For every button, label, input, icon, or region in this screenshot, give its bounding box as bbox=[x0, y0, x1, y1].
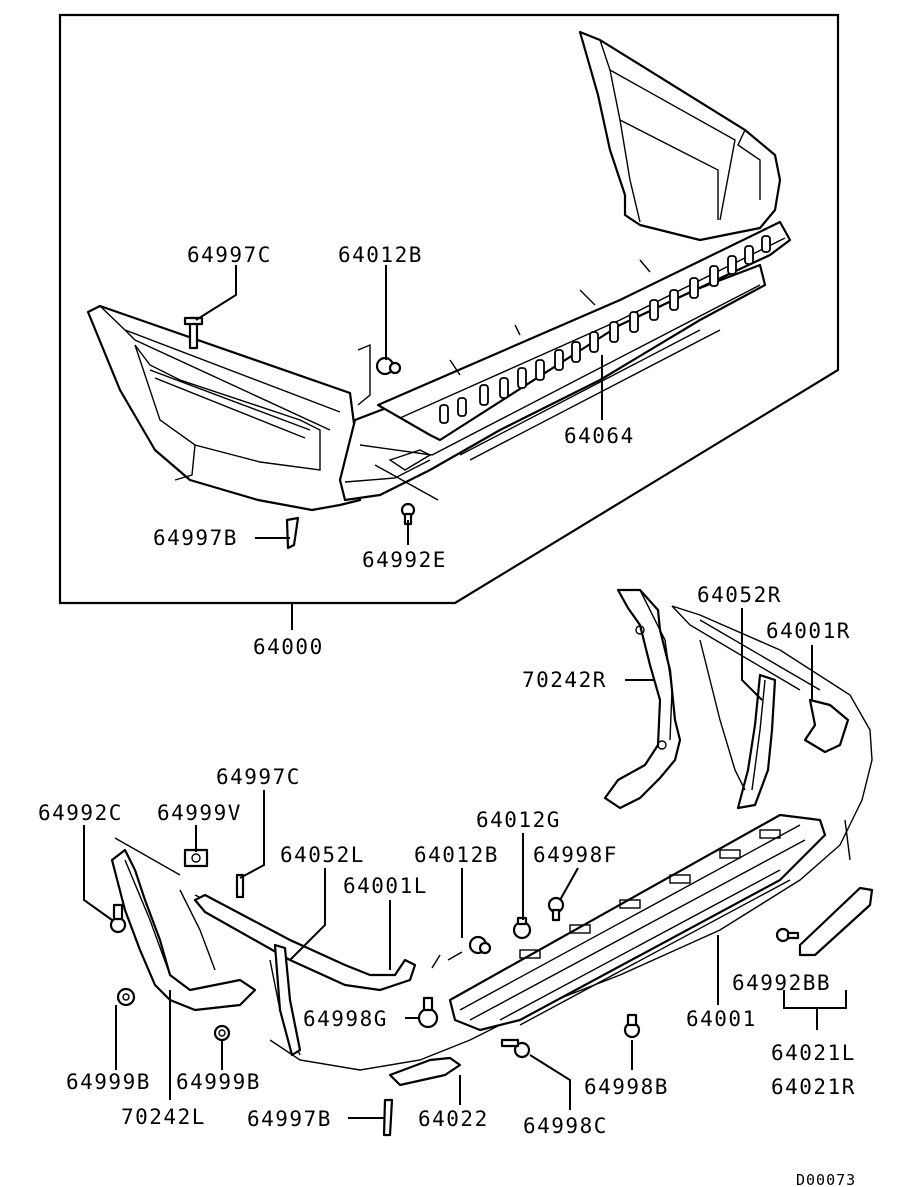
grommet-64012G bbox=[512, 916, 532, 940]
beam-slots bbox=[439, 235, 771, 424]
label-64997B-bot: 64997B bbox=[247, 1107, 332, 1131]
label-64998F: 64998F bbox=[533, 843, 618, 867]
label-64997B-top: 64997B bbox=[153, 526, 238, 550]
label-64064: 64064 bbox=[564, 424, 635, 448]
bumper-left-rim bbox=[99, 305, 341, 431]
label-70242R: 70242R bbox=[522, 668, 607, 692]
label-64997C-bot: 64997C bbox=[216, 765, 301, 789]
label-64999B-b: 64999B bbox=[176, 1070, 261, 1094]
nut-64999B-a bbox=[116, 987, 136, 1007]
screw-64998F bbox=[547, 896, 565, 922]
label-64021R: 64021R bbox=[771, 1075, 856, 1099]
reflector-64021 bbox=[798, 886, 874, 957]
label-64001: 64001 bbox=[686, 1007, 757, 1031]
label-64998C: 64998C bbox=[523, 1114, 608, 1138]
clip-64997C-bot bbox=[235, 873, 245, 899]
label-64000: 64000 bbox=[253, 635, 324, 659]
label-64992C: 64992C bbox=[38, 801, 123, 825]
label-64998B: 64998B bbox=[584, 1075, 669, 1099]
assembled-bumper bbox=[86, 30, 792, 512]
bumper-cover-64001 bbox=[179, 605, 873, 1071]
screw-64998G bbox=[417, 996, 439, 1029]
label-64992E: 64992E bbox=[362, 548, 447, 572]
label-64012G: 64012G bbox=[476, 808, 561, 832]
fastener-64992C bbox=[109, 903, 127, 934]
label-64999V: 64999V bbox=[157, 801, 242, 825]
reflector-64022 bbox=[388, 1056, 462, 1087]
beam-64001-exploded bbox=[448, 813, 827, 1032]
label-64998G: 64998G bbox=[303, 1007, 388, 1031]
bumper-left-recess bbox=[134, 344, 321, 471]
bracket-70242L bbox=[110, 848, 257, 1012]
nut-64999V bbox=[183, 848, 209, 868]
bumper-left-face bbox=[86, 304, 362, 512]
bracket-64052L bbox=[273, 943, 302, 1057]
bumper-center-face bbox=[338, 263, 767, 502]
bracket-64052R bbox=[736, 673, 777, 810]
label-64001R: 64001R bbox=[766, 619, 851, 643]
bumper-right-wing bbox=[578, 30, 782, 242]
diagram-code: D00073 bbox=[796, 1171, 856, 1187]
clip-64997C-top bbox=[183, 316, 204, 350]
grommet-64012B-bot bbox=[468, 935, 492, 955]
screw-64992E bbox=[400, 502, 416, 526]
label-64022: 64022 bbox=[418, 1107, 489, 1131]
screw-64998B bbox=[623, 1013, 641, 1039]
label-64012B-top: 64012B bbox=[338, 243, 423, 267]
label-64999B-a: 64999B bbox=[66, 1070, 151, 1094]
clip-64997B-bot bbox=[382, 1098, 394, 1137]
label-64021L: 64021L bbox=[771, 1041, 856, 1065]
label-64001L: 64001L bbox=[343, 874, 428, 898]
corner-64001R bbox=[803, 698, 850, 754]
label-64052R: 64052R bbox=[697, 583, 782, 607]
bracket-70242R bbox=[603, 588, 682, 810]
screw-64998C bbox=[500, 1038, 531, 1059]
label-64012B-bot: 64012B bbox=[414, 843, 499, 867]
grommet-64012B-top bbox=[357, 343, 402, 406]
label-70242L: 70242L bbox=[121, 1105, 206, 1129]
screw-64992BB bbox=[775, 927, 800, 943]
clip-64997B-top bbox=[285, 516, 300, 550]
label-64997C-top: 64997C bbox=[187, 243, 272, 267]
nut-64999B-b bbox=[213, 1024, 231, 1042]
label-64992BB: 64992BB bbox=[732, 971, 831, 995]
label-64052L: 64052L bbox=[280, 843, 365, 867]
assembly-frame bbox=[58, 13, 840, 605]
